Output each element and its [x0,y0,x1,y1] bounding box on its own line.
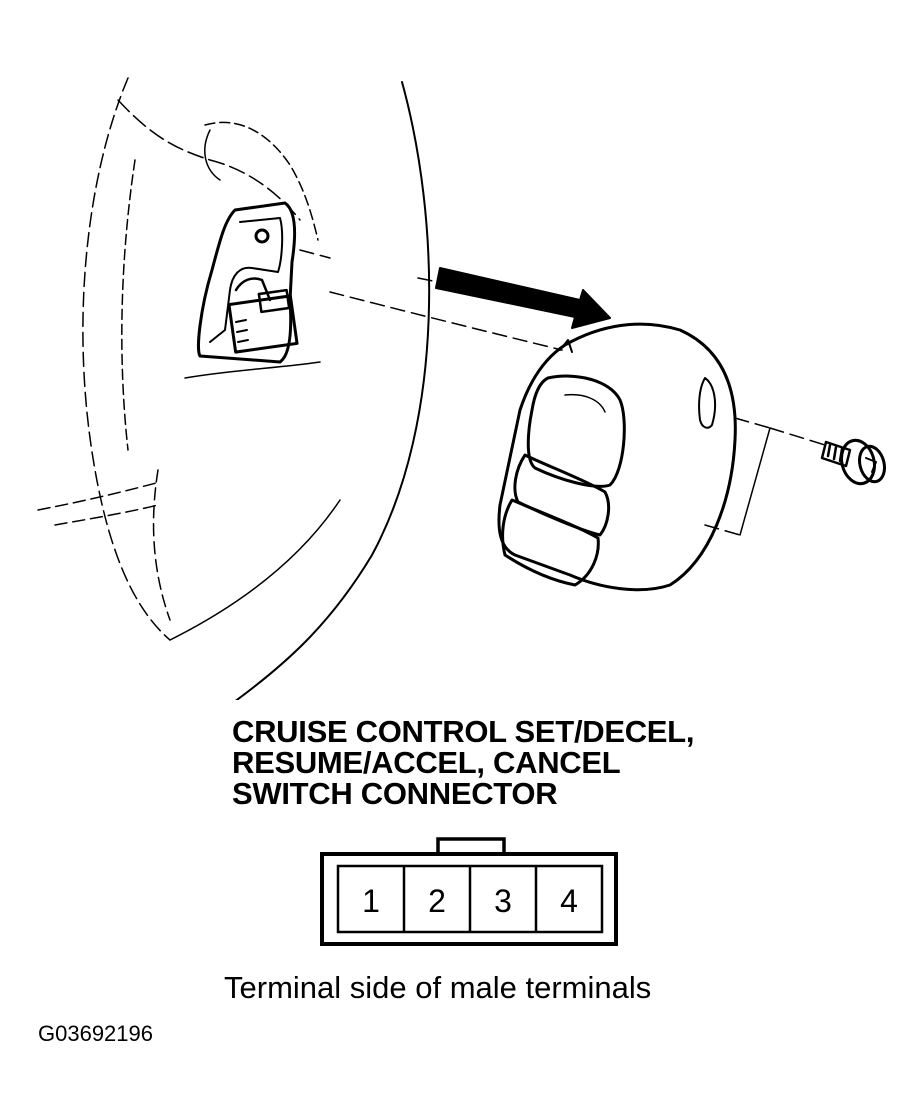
connector-locking-tab [436,837,506,856]
terminal-label-3: 3 [494,883,512,919]
terminal-label-1: 1 [362,883,380,919]
caption-line-1: CRUISE CONTROL SET/DECEL, [232,714,695,749]
terminal-side-note: Terminal side of male terminals [224,970,652,1005]
cruise-switch-set-button [526,374,626,488]
recess-shadow-line [184,361,321,379]
mounting-hole [254,228,270,244]
cruise-switch-cancel-button [501,498,600,587]
steering-wheel-column-line [152,469,171,621]
harness-connector-lock [257,288,291,314]
harness-wire [234,277,272,302]
steering-wheel-lower-contour-2 [54,504,159,526]
steering-wheel-upper-recess [204,121,319,241]
figure-id: G03692196 [38,1021,153,1046]
switch-mounting-recess [197,201,297,364]
connector-caption: CRUISE CONTROL SET/DECEL, RESUME/ACCEL, … [232,716,694,809]
harness-connector [227,294,299,354]
cruise-switch-set-button-highlight [564,393,606,413]
terminal-label-2: 2 [428,883,446,919]
steering-wheel-lower-contour [37,481,161,511]
cruise-switch-side-tab [698,377,717,429]
steering-wheel-illustration [37,77,886,700]
cruise-switch-resume-button [513,453,611,537]
alignment-dashed-line-upper [417,277,439,283]
steering-wheel-spoke-contour [117,99,301,221]
harness-connector-pins [235,319,249,343]
steering-wheel-side-line [121,159,136,451]
terminal-label-4: 4 [560,883,578,919]
install-direction-arrow [435,267,611,329]
cruise-switch-housing [497,322,737,592]
steering-wheel-inner-contour [82,77,171,641]
switch-mounting-recess-inner [209,217,284,343]
steering-wheel-upper-recess-2 [204,129,221,181]
bolt-bracket-line [739,427,771,536]
steering-wheel-hub-line [169,499,341,641]
cruise-switch-notch [559,339,573,353]
connector-terminal-diagram: 1 2 3 4 [320,837,618,946]
caption-line-3: SWITCH CONNECTOR [232,776,558,811]
bolt-shank [820,440,852,468]
bolt-washer [840,438,876,486]
bolt-head-detail [865,457,877,473]
caption-line-2: RESUME/ACCEL, CANCEL [232,745,621,780]
steering-wheel-rim [235,81,431,700]
bolt-head [858,444,886,484]
bolt-alignment-line [704,417,771,536]
bolt-axis-line [769,427,826,446]
alignment-dashed-line-lower [299,249,563,351]
